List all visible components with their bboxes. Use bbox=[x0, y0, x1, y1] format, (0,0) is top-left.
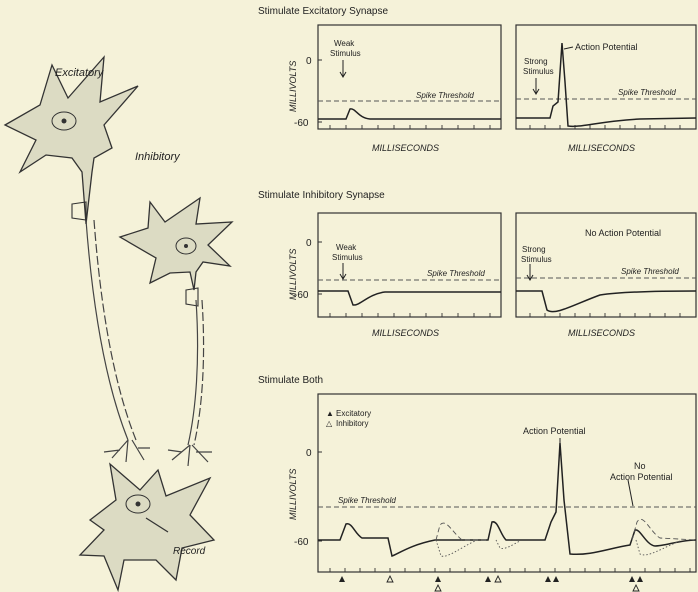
y-axis-label: MILLIVOLTS bbox=[288, 469, 298, 520]
excitatory-panel-title: Stimulate Excitatory Synapse bbox=[258, 6, 388, 17]
excitatory-neuron bbox=[5, 57, 138, 224]
rest-tick-label: -60 bbox=[294, 537, 309, 548]
inhibitory-strong-plot: Spike Threshold No Action Potential Stro… bbox=[516, 213, 696, 338]
action-potential-label: Action Potential bbox=[523, 426, 586, 436]
zero-tick-label: 0 bbox=[306, 56, 312, 67]
threshold-label: Spike Threshold bbox=[416, 91, 474, 100]
action-potential-label: Action Potential bbox=[575, 42, 638, 52]
record-label: Record bbox=[173, 546, 206, 557]
x-axis-label: MILLISECONDS bbox=[372, 143, 439, 153]
legend-excitatory-symbol: ▲ bbox=[326, 409, 334, 418]
x-axis-label: MILLISECONDS bbox=[568, 328, 635, 338]
excitatory-label: Excitatory bbox=[55, 67, 105, 79]
legend-inhibitory: Inhibitory bbox=[336, 419, 368, 428]
legend-excitatory: Excitatory bbox=[336, 409, 371, 418]
zero-tick-label: 0 bbox=[306, 238, 312, 249]
threshold-label: Spike Threshold bbox=[618, 88, 676, 97]
threshold-label: Spike Threshold bbox=[338, 496, 396, 505]
x-axis-label: MILLISECONDS bbox=[568, 143, 635, 153]
rest-tick-label: -60 bbox=[294, 118, 309, 129]
y-axis-label: MILLIVOLTS bbox=[288, 61, 298, 112]
both-panel-title: Stimulate Both bbox=[258, 375, 323, 386]
x-axis-label: MILLISECONDS bbox=[372, 328, 439, 338]
threshold-label: Spike Threshold bbox=[427, 269, 485, 278]
zero-tick-label: 0 bbox=[306, 448, 312, 459]
legend-inhibitory-symbol: △ bbox=[326, 419, 333, 428]
threshold-label: Spike Threshold bbox=[621, 267, 679, 276]
inhibitory-neuron bbox=[120, 198, 232, 290]
inhibitory-label: Inhibitory bbox=[135, 151, 181, 163]
inhibitory-panel-title: Stimulate Inhibitory Synapse bbox=[258, 190, 385, 201]
stimulus-markers bbox=[339, 576, 643, 591]
rest-tick-label: -60 bbox=[294, 290, 309, 301]
no-action-potential-label: No Action Potential bbox=[585, 228, 661, 238]
recording-neuron bbox=[80, 464, 214, 590]
both-plot: MILLIVOLTS 0 -60 ▲ Excitatory △ Inhibito… bbox=[288, 394, 696, 591]
